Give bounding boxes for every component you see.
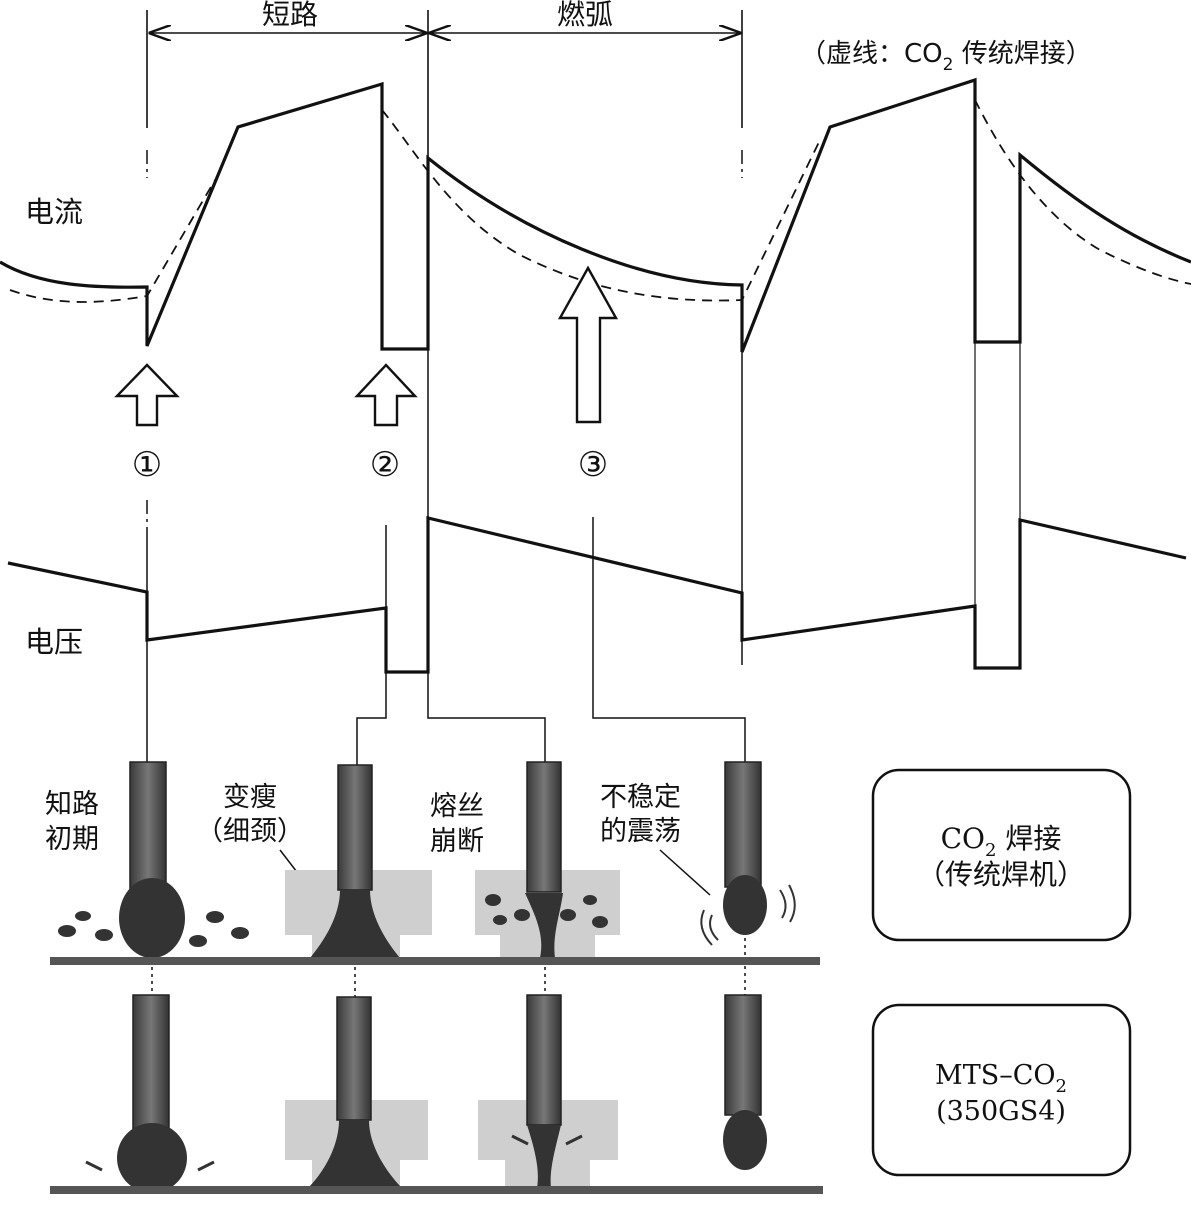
arc-burning-label: 燃弧 xyxy=(557,0,613,31)
arrow-2-icon xyxy=(354,363,418,427)
row-traditional xyxy=(50,761,820,998)
spatter-1 xyxy=(58,911,249,947)
neck-2 xyxy=(310,890,400,958)
voltage-waveform xyxy=(7,515,1187,674)
phase-3-label-line2: 崩断 xyxy=(430,826,484,857)
phase-1-label-line1: 知路 xyxy=(45,789,99,820)
rupture-7 xyxy=(527,1125,561,1188)
phase-1-label-line2: 初期 xyxy=(45,824,99,855)
wire-4 xyxy=(724,761,762,888)
wire-6 xyxy=(336,996,372,1121)
base-plate-2 xyxy=(50,1186,823,1194)
rupture-3 xyxy=(525,893,563,958)
short-circuit-label: 短路 xyxy=(262,0,318,31)
phase-3-label-line1: 熔丝 xyxy=(430,791,484,822)
guide-lines xyxy=(146,150,743,528)
droplet-4 xyxy=(723,875,767,935)
droplet-5 xyxy=(117,1123,187,1193)
phase-4-label-line1: 不稳定 xyxy=(600,782,681,813)
wire-2 xyxy=(337,764,373,891)
arrow-1-icon xyxy=(114,363,180,427)
phase-4-pointer xyxy=(659,849,711,896)
phase-2-label-line1: 变瘦 xyxy=(223,782,277,813)
phase-connectors xyxy=(146,517,746,770)
wire-5 xyxy=(132,994,170,1141)
mts-label-line1: MTS–CO2 xyxy=(935,1060,1067,1097)
phase-4-label-line2: 的震荡 xyxy=(600,816,681,847)
marker-1: ① xyxy=(132,445,162,485)
marker-3: ③ xyxy=(578,445,608,485)
traditional-box xyxy=(871,768,1132,942)
wire-7 xyxy=(526,994,562,1126)
row-mts xyxy=(50,994,823,1194)
base-plate-1 xyxy=(50,957,820,965)
current-waveform-dashed xyxy=(9,99,1191,303)
spatter-3 xyxy=(485,894,608,928)
mts-box xyxy=(871,1003,1132,1177)
droplet-8 xyxy=(723,1110,767,1170)
neck-6 xyxy=(310,1120,400,1186)
traditional-label-line1: CO2 焊接 xyxy=(941,822,1062,861)
droplet-1 xyxy=(119,878,185,958)
oscillation-marks xyxy=(700,884,796,946)
current-axis-label: 电流 xyxy=(25,195,83,229)
spatter-small xyxy=(85,1134,583,1172)
arrow-3-icon xyxy=(557,265,619,424)
current-waveform-solid xyxy=(0,77,1191,353)
mts-label-line2: (350GS4) xyxy=(936,1096,1066,1127)
wire-8 xyxy=(724,994,762,1116)
voltage-axis-label: 电压 xyxy=(25,625,83,659)
traditional-label-line2: （传统焊机） xyxy=(917,858,1085,891)
dashed-line-legend: （虚线：CO2 传统焊接） xyxy=(800,39,1092,75)
marker-2: ② xyxy=(370,445,400,485)
interval-markers: 短路 燃弧 xyxy=(146,0,743,160)
wire-3 xyxy=(526,761,562,893)
phase-2-label-line2: （细颈） xyxy=(196,816,304,847)
wire-1 xyxy=(129,761,167,898)
